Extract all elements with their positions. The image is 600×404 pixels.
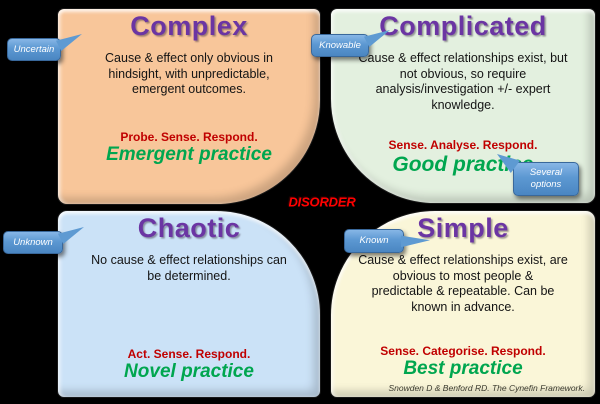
complex-quadrant: Complex Cause & effect only obvious in h… <box>57 8 321 205</box>
callout-knowable-label: Knowable <box>319 39 361 51</box>
callout-several-options-line2: options <box>530 179 562 190</box>
citation-text: Snowden D & Benford RD. The Cynefin Fram… <box>388 383 585 393</box>
callout-several-options-line1: Several <box>529 167 563 179</box>
description-line: analysis/investigation +/- expert <box>375 82 551 97</box>
simple-practice: Best practice <box>403 358 523 380</box>
simple-action: Sense. Categorise. Respond. <box>380 343 546 358</box>
complex-description: Cause & effect only obvious in hindsight… <box>105 51 273 98</box>
callout-known-label: Known <box>359 235 389 247</box>
complex-practice: Emergent practice <box>106 144 272 166</box>
chaotic-description: No cause & effect relationships can be d… <box>91 253 287 284</box>
description-line: known in advance. <box>411 299 515 314</box>
simple-description: Cause & effect relationships exist, are … <box>358 253 568 316</box>
chaotic-action: Act. Sense. Respond. <box>127 346 251 361</box>
description-line: Cause & effect relationships exist, but <box>358 51 568 66</box>
description-line: No cause & effect relationships can <box>91 253 287 268</box>
complicated-title: Complicated <box>379 11 547 41</box>
complicated-practice: Good practice <box>392 152 534 176</box>
description-line: be determined. <box>147 268 231 283</box>
callout-pointer-icon <box>401 235 430 248</box>
description-line: knowledge. <box>431 97 495 112</box>
callout-unknown: Unknown <box>3 227 84 254</box>
callout-uncertain: Uncertain <box>7 34 82 61</box>
complicated-quadrant: Complicated Cause & effect relationships… <box>330 8 596 204</box>
complex-action: Probe. Sense. Respond. <box>120 129 258 144</box>
description-line: not obvious, so require <box>399 66 527 81</box>
description-line: emergent outcomes. <box>132 82 246 97</box>
callout-uncertain-label: Uncertain <box>13 43 55 55</box>
description-line: Cause & effect only obvious in <box>105 51 273 66</box>
chaotic-practice: Novel practice <box>124 361 254 383</box>
description-line: Cause & effect relationships exist, are <box>358 253 568 268</box>
description-line: predictable & repeatable. Can be <box>371 284 555 299</box>
simple-title: Simple <box>417 213 509 243</box>
description-line: obvious to most people & <box>392 268 534 283</box>
callout-unknown-label: Unknown <box>13 236 53 248</box>
complicated-action: Sense. Analyse. Respond. <box>388 138 538 153</box>
disorder-label: DISORDER <box>288 194 356 210</box>
complicated-description: Cause & effect relationships exist, but … <box>359 51 568 114</box>
description-line: hindsight, with unpredictable, <box>108 66 270 81</box>
chaotic-title: Chaotic <box>137 213 241 243</box>
callout-knowable: Knowable <box>311 30 390 57</box>
callout-known: Known <box>344 229 430 253</box>
callout-several-options: Several options <box>497 154 579 196</box>
chaotic-quadrant: Chaotic No cause & effect relationships … <box>57 210 321 398</box>
complex-title: Complex <box>130 11 248 41</box>
